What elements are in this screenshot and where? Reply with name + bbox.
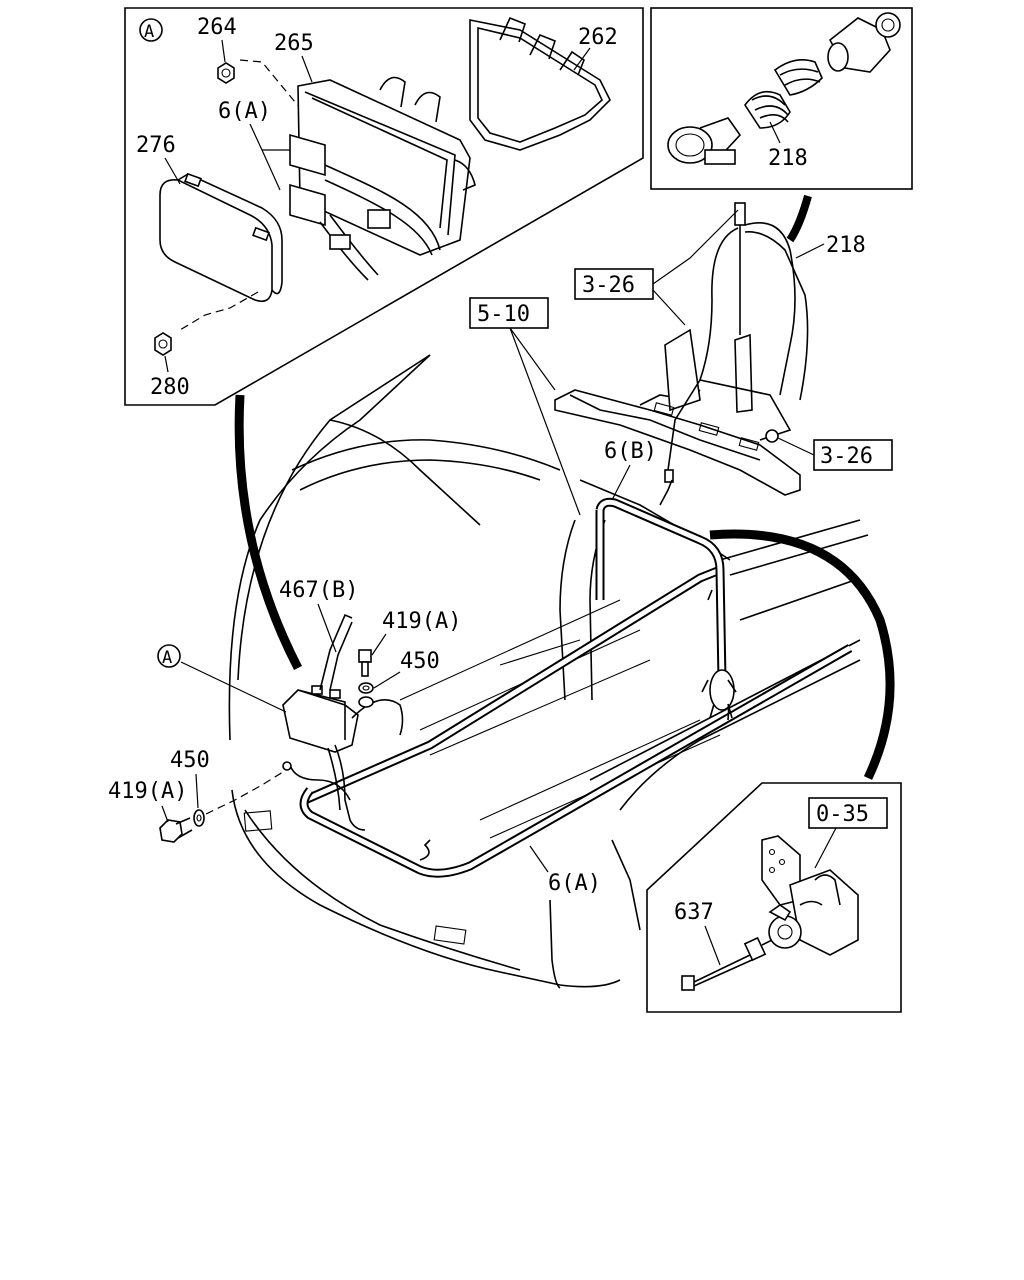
label-6a-bottom: 6(A) — [548, 871, 601, 896]
label-280: 280 — [150, 375, 190, 400]
part-218-socket — [667, 117, 742, 165]
inset-detail-a: A — [124, 7, 644, 406]
inset-bracket-637: 0-35 637 — [646, 782, 902, 1013]
part-450-washer-right — [358, 682, 374, 708]
label-264: 264 — [197, 15, 237, 40]
ref-3-26-upper: 3-26 — [582, 273, 635, 298]
ref-3-26-lower: 3-26 — [820, 444, 873, 469]
label-450-left: 450 — [170, 748, 210, 773]
part-265-unit — [289, 76, 476, 281]
label-276: 276 — [136, 133, 176, 158]
label-419a-right: 419(A) — [382, 609, 461, 634]
label-450-right: 450 — [400, 649, 440, 674]
leader-arc-a — [234, 394, 303, 671]
detail-callout-a: A — [162, 648, 172, 668]
label-6b: 6(B) — [604, 439, 657, 464]
ref-box-0-35 — [808, 797, 888, 829]
part-218-cable — [664, 221, 809, 483]
part-262-cover — [469, 16, 611, 151]
label-419a-left: 419(A) — [108, 779, 187, 804]
ref-box-3-26-lower — [813, 439, 893, 471]
part-280-nut — [154, 332, 172, 356]
label-265: 265 — [274, 31, 314, 56]
leader-arc-top — [786, 194, 812, 243]
control-unit-a — [282, 613, 404, 831]
part-218-boot — [744, 59, 823, 129]
label-262: 262 — [578, 25, 618, 50]
part-264-nut — [217, 62, 235, 84]
part-218-plug — [827, 12, 901, 73]
part-bracket — [761, 835, 859, 956]
label-6a-top: 6(A) — [218, 99, 271, 124]
part-419a-bolt-right — [358, 649, 372, 677]
label-467b: 467(B) — [279, 578, 358, 603]
label-218-inset: 218 — [768, 146, 808, 171]
part-450-washer-left — [193, 809, 205, 827]
harness-6a — [299, 479, 853, 878]
part-276-cover — [159, 172, 283, 303]
ref-5-10: 5-10 — [477, 302, 530, 327]
ref-0-35: 0-35 — [816, 802, 869, 827]
ref-box-5-10 — [469, 297, 549, 329]
inset-connector-218: 218 — [650, 7, 913, 190]
ref-box-3-26-upper — [574, 268, 654, 300]
label-218-main: 218 — [826, 233, 866, 258]
crossmember — [554, 202, 801, 496]
part-637-wire — [681, 936, 773, 991]
detail-marker-a: A — [144, 22, 154, 42]
part-419a-bolt-left — [159, 817, 193, 843]
leader-arc-bottom — [709, 529, 895, 780]
label-637: 637 — [674, 900, 714, 925]
